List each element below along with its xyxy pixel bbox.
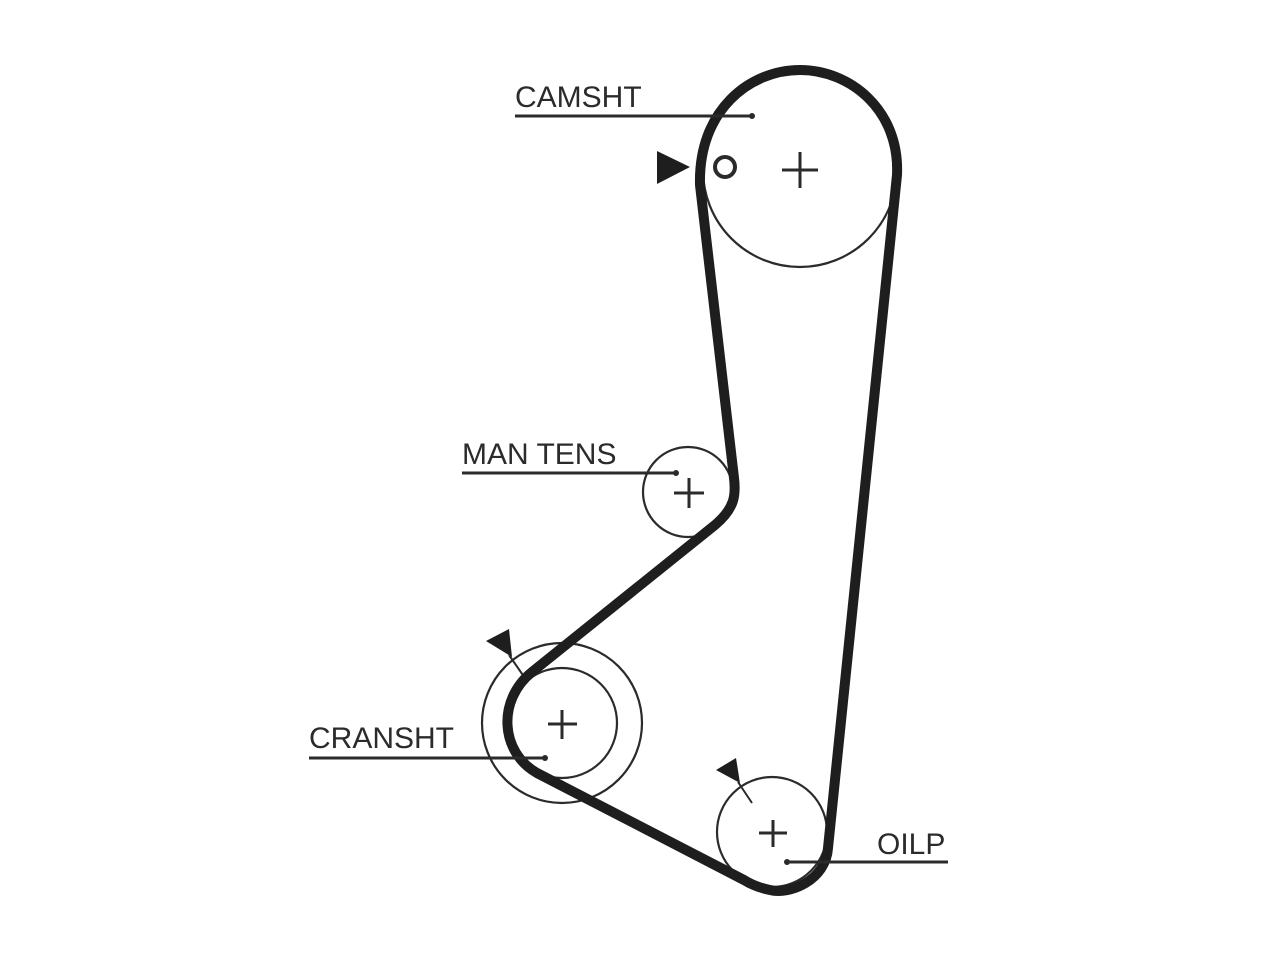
crankshaft-callout: CRANSHT (309, 722, 548, 761)
oil-pump-timing-mark (716, 758, 740, 783)
oil-pump-label: OILP (877, 828, 945, 861)
crankshaft-pulley (480, 629, 644, 805)
tensioner-callout: MAN TENS (462, 438, 679, 476)
timing-belt (502, 65, 903, 896)
camshaft-callout: CAMSHT (515, 81, 755, 119)
oil-pump-callout: OILP (784, 828, 948, 865)
camshaft-timing-mark (657, 151, 690, 184)
tensioner-label: MAN TENS (462, 438, 616, 471)
oil-pump-pulley (715, 758, 829, 889)
camshaft-label: CAMSHT (515, 81, 642, 114)
crankshaft-label: CRANSHT (309, 722, 454, 755)
crankshaft-timing-mark (486, 629, 512, 657)
camshaft-pulley (657, 71, 899, 269)
